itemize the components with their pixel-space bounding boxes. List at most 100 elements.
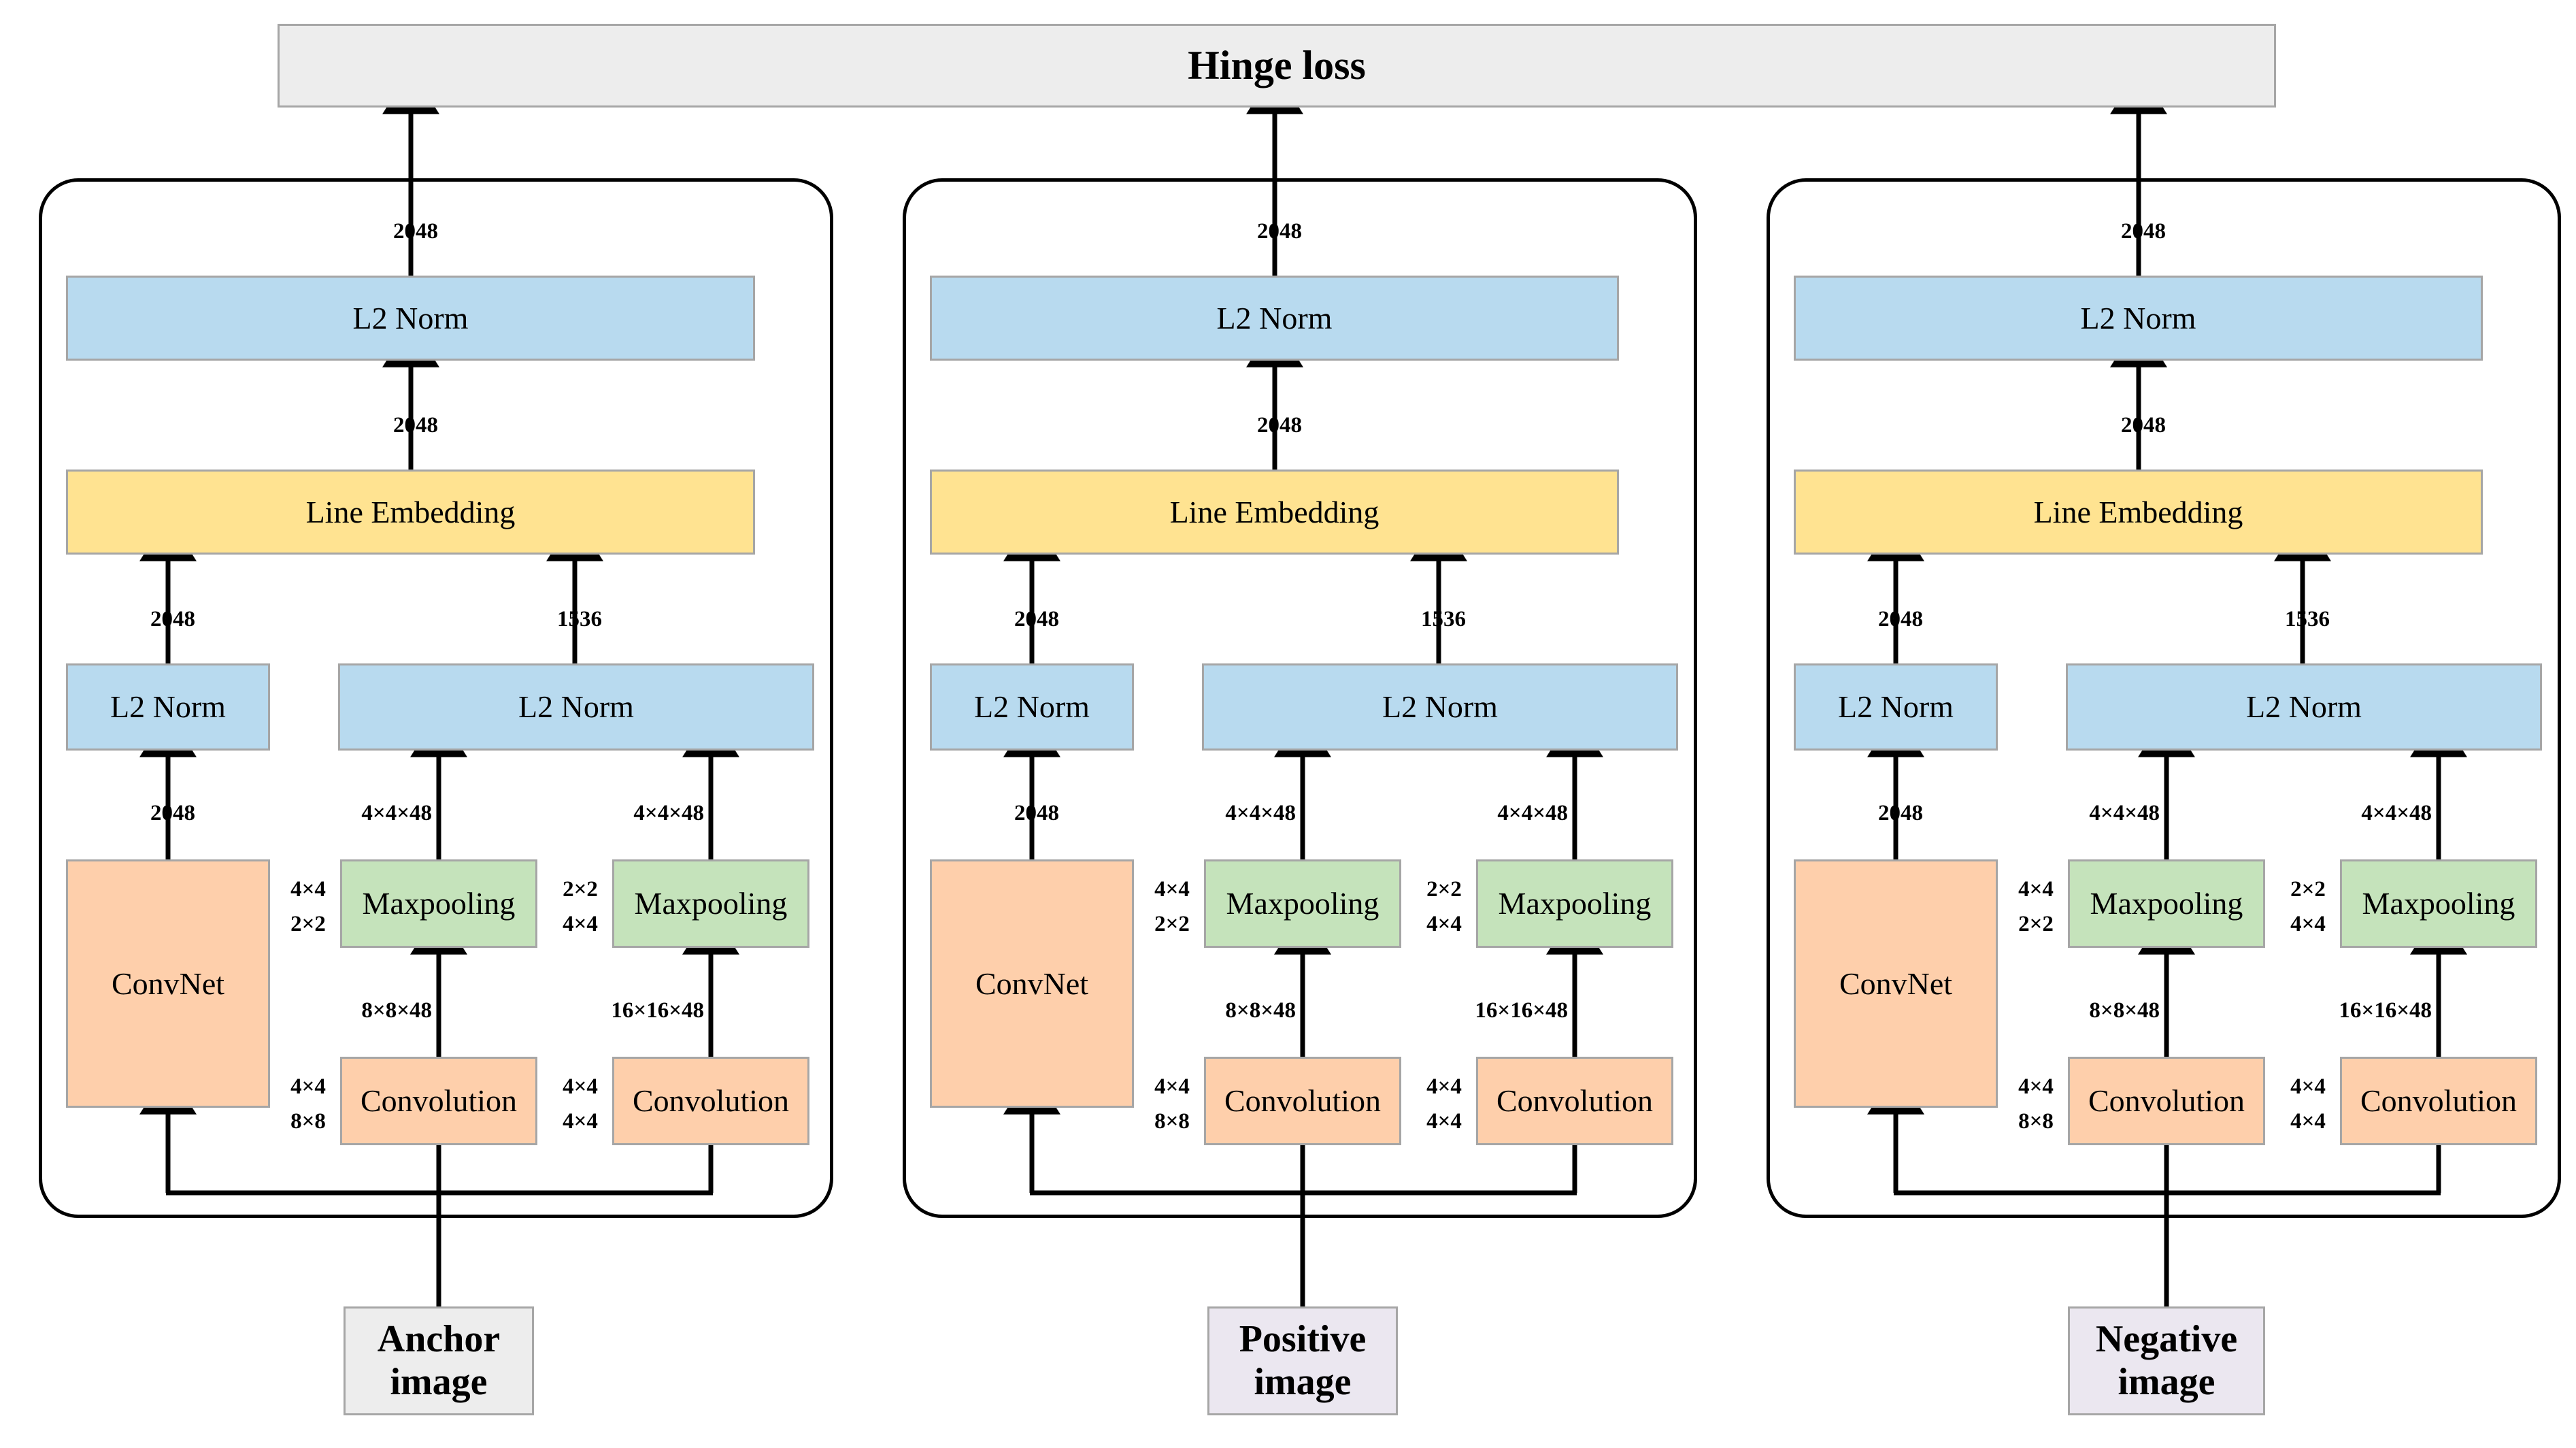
positive-maxpool-b-label: Maxpooling [1498, 886, 1652, 921]
negative-maxpool-a: Maxpooling [2068, 859, 2265, 948]
branch-panel-negative [1767, 178, 2561, 1218]
anchor-edge-convnet-to-leftnorm: 2048 [150, 801, 195, 825]
branch-panel-positive [903, 178, 1697, 1218]
negative-edge-convnet-to-leftnorm: 2048 [1878, 801, 1923, 825]
anchor-maxpool-a: Maxpooling [340, 859, 537, 948]
positive-convnet-label: ConvNet [975, 966, 1089, 1001]
positive-conv-a: Convolution [1204, 1057, 1401, 1145]
positive-input-line1: Positive [1239, 1318, 1367, 1361]
positive-right-l2norm: L2 Norm [1202, 663, 1678, 751]
negative-conv-a: Convolution [2068, 1057, 2265, 1145]
negative-left-l2norm-label: L2 Norm [1838, 689, 1954, 725]
negative-conv-a-kernel: 4×4 8×8 [2018, 1074, 2054, 1134]
positive-right-l2norm-label: L2 Norm [1382, 689, 1498, 725]
negative-line-embedding-label: Line Embedding [2033, 494, 2243, 529]
anchor-conv-b-label: Convolution [632, 1083, 790, 1119]
positive-line-embedding-label: Line Embedding [1169, 494, 1379, 529]
anchor-maxpool-b: Maxpooling [612, 859, 809, 948]
positive-maxpool-a-label: Maxpooling [1226, 886, 1379, 921]
negative-maxpool-b-kernel: 2×2 4×4 [2290, 877, 2326, 937]
negative-right-l2norm: L2 Norm [2066, 663, 2542, 751]
positive-line-embedding: Line Embedding [930, 470, 1619, 555]
positive-conv-b-kernel: 4×4 4×4 [1426, 1074, 1462, 1134]
negative-input-line1: Negative [2095, 1318, 2238, 1361]
positive-conv-b: Convolution [1476, 1057, 1673, 1145]
negative-edge-maxpool-a-to-norm: 4×4×48 [2089, 801, 2160, 825]
negative-edge-embed-to-topnorm: 2048 [2121, 413, 2166, 438]
negative-line-embedding: Line Embedding [1794, 470, 2483, 555]
positive-edge-leftnorm-to-embed: 2048 [1014, 607, 1059, 631]
positive-conv-a-label: Convolution [1224, 1083, 1382, 1119]
anchor-convnet: ConvNet [66, 859, 270, 1108]
negative-edge-conv-b-to-maxpool: 16×16×48 [2339, 998, 2432, 1023]
anchor-edge-conv-a-to-maxpool: 8×8×48 [361, 998, 432, 1023]
anchor-top-l2norm: L2 Norm [66, 276, 755, 361]
positive-conv-b-label: Convolution [1496, 1083, 1654, 1119]
negative-conv-b: Convolution [2340, 1057, 2537, 1145]
negative-input-image: Negative image [2068, 1306, 2265, 1415]
positive-left-l2norm: L2 Norm [930, 663, 1134, 751]
positive-edge-maxpool-a-to-norm: 4×4×48 [1225, 801, 1296, 825]
hinge-loss-box: Hinge loss [278, 24, 2276, 108]
positive-edge-maxpool-b-to-norm: 4×4×48 [1497, 801, 1568, 825]
negative-edge-maxpool-b-to-norm: 4×4×48 [2361, 801, 2432, 825]
anchor-edge-embed-to-topnorm: 2048 [393, 413, 438, 438]
anchor-conv-b: Convolution [612, 1057, 809, 1145]
negative-maxpool-b-label: Maxpooling [2362, 886, 2515, 921]
anchor-right-l2norm: L2 Norm [338, 663, 814, 751]
anchor-conv-a-label: Convolution [360, 1083, 518, 1119]
positive-input-image: Positive image [1207, 1306, 1398, 1415]
negative-input-line2: image [2118, 1361, 2215, 1403]
positive-input-line2: image [1254, 1361, 1352, 1403]
positive-edge-embed-to-topnorm: 2048 [1257, 413, 1302, 438]
positive-top-l2norm-label: L2 Norm [1216, 300, 1333, 335]
anchor-input-image: Anchor image [344, 1306, 534, 1415]
negative-left-l2norm: L2 Norm [1794, 663, 1998, 751]
anchor-edge-maxpool-a-to-norm: 4×4×48 [361, 801, 432, 825]
negative-edge-to-loss: 2048 [2121, 219, 2166, 244]
negative-top-l2norm-label: L2 Norm [2080, 300, 2196, 335]
anchor-line-embedding: Line Embedding [66, 470, 755, 555]
positive-convnet: ConvNet [930, 859, 1134, 1108]
anchor-conv-b-kernel: 4×4 4×4 [563, 1074, 598, 1134]
negative-edge-leftnorm-to-embed: 2048 [1878, 607, 1923, 631]
negative-top-l2norm: L2 Norm [1794, 276, 2483, 361]
negative-edge-conv-a-to-maxpool: 8×8×48 [2089, 998, 2160, 1023]
anchor-conv-a-kernel: 4×4 8×8 [290, 1074, 326, 1134]
negative-convnet-label: ConvNet [1839, 966, 1953, 1001]
negative-conv-b-kernel: 4×4 4×4 [2290, 1074, 2326, 1134]
anchor-input-line2: image [390, 1361, 488, 1403]
hinge-loss-label: Hinge loss [1188, 42, 1366, 88]
anchor-top-l2norm-label: L2 Norm [352, 300, 469, 335]
negative-edge-rightnorm-to-embed: 1536 [2285, 607, 2330, 631]
positive-edge-conv-b-to-maxpool: 16×16×48 [1475, 998, 1568, 1023]
anchor-edge-rightnorm-to-embed: 1536 [557, 607, 602, 631]
positive-edge-rightnorm-to-embed: 1536 [1421, 607, 1466, 631]
positive-maxpool-a: Maxpooling [1204, 859, 1401, 948]
positive-edge-to-loss: 2048 [1257, 219, 1302, 244]
anchor-input-line1: Anchor [377, 1318, 501, 1361]
anchor-convnet-label: ConvNet [111, 966, 225, 1001]
positive-top-l2norm: L2 Norm [930, 276, 1619, 361]
positive-maxpool-b: Maxpooling [1476, 859, 1673, 948]
negative-conv-b-label: Convolution [2360, 1083, 2518, 1119]
anchor-edge-to-loss: 2048 [393, 219, 438, 244]
anchor-maxpool-a-kernel: 4×4 2×2 [290, 877, 326, 937]
positive-left-l2norm-label: L2 Norm [974, 689, 1090, 725]
anchor-maxpool-a-label: Maxpooling [362, 886, 516, 921]
anchor-line-embedding-label: Line Embedding [305, 494, 516, 529]
positive-conv-a-kernel: 4×4 8×8 [1154, 1074, 1190, 1134]
anchor-left-l2norm-label: L2 Norm [110, 689, 226, 725]
anchor-conv-a: Convolution [340, 1057, 537, 1145]
negative-convnet: ConvNet [1794, 859, 1998, 1108]
anchor-edge-conv-b-to-maxpool: 16×16×48 [611, 998, 704, 1023]
anchor-maxpool-b-label: Maxpooling [634, 886, 788, 921]
anchor-left-l2norm: L2 Norm [66, 663, 270, 751]
anchor-maxpool-b-kernel: 2×2 4×4 [563, 877, 598, 937]
positive-maxpool-a-kernel: 4×4 2×2 [1154, 877, 1190, 937]
negative-maxpool-a-kernel: 4×4 2×2 [2018, 877, 2054, 937]
positive-edge-convnet-to-leftnorm: 2048 [1014, 801, 1059, 825]
negative-maxpool-a-label: Maxpooling [2090, 886, 2243, 921]
branch-panel-anchor [39, 178, 833, 1218]
